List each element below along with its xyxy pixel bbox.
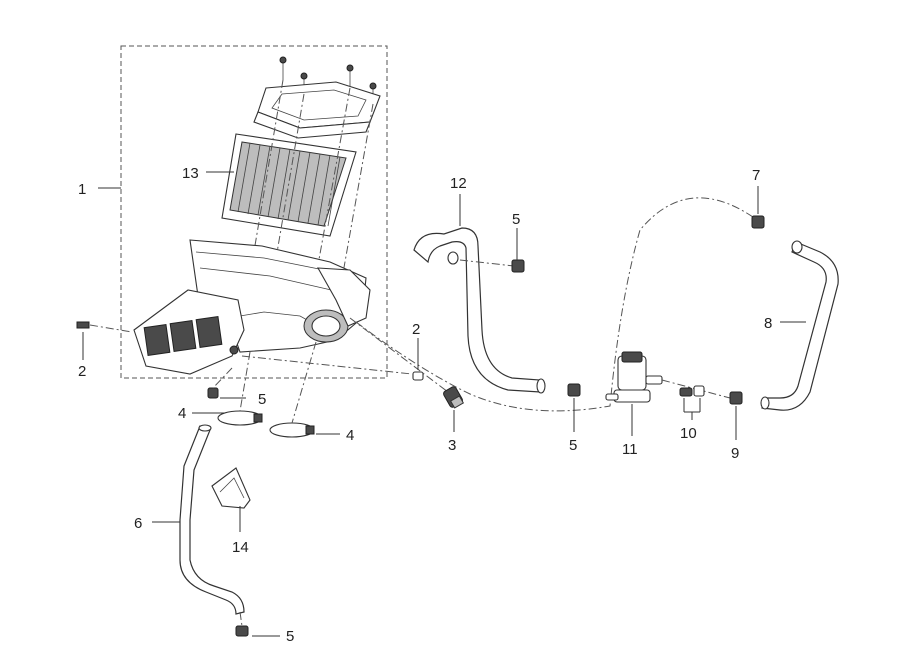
callout-2-right: 2 bbox=[412, 321, 420, 338]
callout-1: 1 bbox=[78, 181, 86, 198]
screw-right bbox=[241, 355, 424, 381]
callout-2-left: 2 bbox=[78, 363, 86, 380]
callout-6: 6 bbox=[134, 515, 142, 532]
callout-11: 11 bbox=[622, 441, 638, 458]
bolts bbox=[679, 385, 705, 397]
hose-clamp-left bbox=[217, 351, 263, 426]
air-filter-housing-assembly bbox=[133, 56, 381, 375]
callout-4-right: 4 bbox=[346, 427, 354, 444]
callout-12: 12 bbox=[450, 175, 467, 192]
callout-5-upper: 5 bbox=[512, 211, 520, 228]
valve bbox=[605, 351, 731, 403]
clip-7 bbox=[751, 215, 765, 229]
clip-middle bbox=[567, 383, 581, 397]
callouts: 1 2 2 3 4 4 5 5 5 5 6 7 8 9 10 11 12 13 … bbox=[78, 165, 772, 645]
callout-3: 3 bbox=[448, 437, 456, 454]
callout-9: 9 bbox=[731, 445, 739, 462]
callout-7: 7 bbox=[752, 167, 760, 184]
screw-left bbox=[76, 321, 133, 333]
drain-hose bbox=[179, 424, 249, 637]
callout-10: 10 bbox=[680, 425, 697, 442]
clip-upper bbox=[459, 259, 525, 273]
leader-lines bbox=[82, 171, 806, 637]
callout-5-middle: 5 bbox=[569, 437, 577, 454]
callout-14: 14 bbox=[232, 539, 249, 556]
callout-4-left: 4 bbox=[178, 405, 186, 422]
assembly-group-outline bbox=[120, 45, 388, 379]
callout-13: 13 bbox=[182, 165, 199, 182]
callout-5-bottom: 5 bbox=[286, 628, 294, 645]
sensor bbox=[349, 317, 465, 409]
hose-clamp-right bbox=[269, 341, 317, 438]
clip-lower-left bbox=[207, 367, 233, 399]
breather-hose bbox=[760, 240, 839, 411]
bracket bbox=[211, 467, 251, 509]
cover-gasket bbox=[253, 111, 371, 139]
intake-hose bbox=[413, 227, 546, 394]
routing-line bbox=[355, 197, 761, 412]
filter-element bbox=[221, 133, 357, 237]
clip-9 bbox=[729, 391, 743, 405]
callout-8: 8 bbox=[764, 315, 772, 332]
callout-5-housing: 5 bbox=[258, 391, 266, 408]
